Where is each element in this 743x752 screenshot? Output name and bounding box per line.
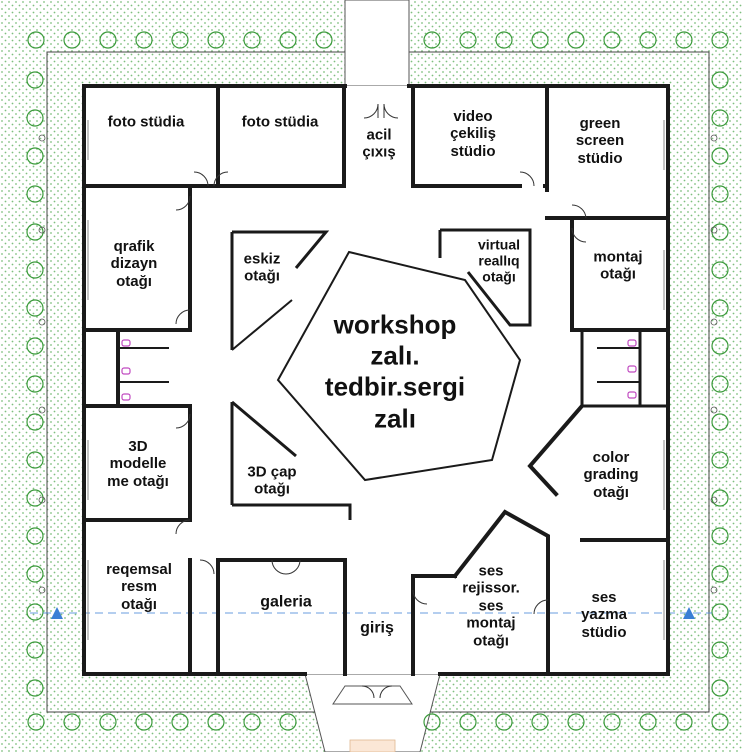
entrance-mat — [349, 739, 396, 752]
tree-icon — [711, 527, 729, 545]
room-label-ses-yazma: ses yazma stüdio — [581, 588, 627, 641]
tree-icon — [711, 299, 729, 317]
tree-icon — [711, 337, 729, 355]
tree-icon — [135, 713, 153, 731]
room-label-giris: giriş — [360, 619, 394, 637]
tree-icon — [243, 31, 261, 49]
tree-icon — [675, 713, 693, 731]
tree-icon — [531, 31, 549, 49]
tree-icon — [495, 713, 513, 731]
room-label-color-grading: color grading otağı — [583, 448, 639, 501]
tree-icon — [603, 713, 621, 731]
tree-icon — [711, 713, 729, 731]
room-label-workshop: workshop zalı. tedbir.sergi zalı — [324, 309, 466, 434]
tree-icon — [135, 31, 153, 49]
tree-icon — [711, 641, 729, 659]
tree-icon — [711, 413, 729, 431]
tree-icon — [26, 489, 44, 507]
windows — [87, 120, 665, 640]
tree-icon — [243, 713, 261, 731]
tree-icon — [711, 603, 729, 621]
room-label-galeria: galeria — [260, 593, 312, 611]
access-path-north — [344, 0, 410, 87]
walls — [82, 84, 670, 676]
tree-icon — [26, 413, 44, 431]
section-marker-right-icon — [683, 607, 695, 619]
tree-icon — [711, 451, 729, 469]
tree-icon — [315, 31, 333, 49]
tree-icon — [63, 713, 81, 731]
tree-icon — [99, 31, 117, 49]
tree-icon — [26, 185, 44, 203]
room-label-foto-studia-2: foto stüdia — [241, 113, 319, 131]
tree-icon — [26, 451, 44, 469]
tree-icon — [26, 261, 44, 279]
tree-icon — [279, 31, 297, 49]
tree-icon — [711, 147, 729, 165]
room-label-ses-rejissor: ses rejissor. ses montaj otağı — [462, 562, 520, 650]
tree-icon — [26, 679, 44, 697]
tree-icon — [207, 31, 225, 49]
tree-icon — [207, 713, 225, 731]
tree-icon — [639, 31, 657, 49]
tree-icon — [26, 565, 44, 583]
tree-icon — [603, 31, 621, 49]
entrance-steps — [332, 685, 413, 705]
tree-icon — [459, 31, 477, 49]
tree-icon — [711, 565, 729, 583]
room-label-virtual-reality: virtual reallıq otağı — [477, 236, 521, 286]
room-label-3d-print: 3D çap otağı — [247, 463, 297, 498]
tree-icon — [27, 31, 45, 49]
tree-icon — [171, 31, 189, 49]
room-label-foto-studia-1: foto stüdia — [107, 113, 185, 131]
tree-icon — [423, 713, 441, 731]
doors — [175, 103, 587, 699]
interior-partitions — [230, 228, 532, 520]
tree-icon — [639, 713, 657, 731]
tree-icon — [26, 337, 44, 355]
section-marker-left-icon — [51, 607, 63, 619]
site-markers — [38, 134, 718, 594]
tree-icon — [711, 31, 729, 49]
tree-icon — [171, 713, 189, 731]
tree-icon — [27, 713, 45, 731]
tree-icon — [711, 679, 729, 697]
tree-icon — [26, 603, 44, 621]
tree-icon — [711, 109, 729, 127]
tree-icon — [26, 641, 44, 659]
room-label-reqemsal-resm: reqemsal resm otağı — [106, 560, 172, 613]
tree-icon — [63, 31, 81, 49]
tree-icon — [99, 713, 117, 731]
room-label-3d-modelling: 3D modelle me otağı — [107, 437, 169, 490]
tree-icon — [26, 71, 44, 89]
tree-icon — [26, 375, 44, 393]
tree-icon — [711, 261, 729, 279]
tree-icon — [675, 31, 693, 49]
tree-icon — [567, 713, 585, 731]
tree-icon — [26, 223, 44, 241]
tree-icon — [495, 31, 513, 49]
tree-icon — [711, 375, 729, 393]
tree-icon — [26, 527, 44, 545]
room-label-video-studio: video çekiliş stüdio — [450, 107, 496, 160]
tree-icon — [26, 109, 44, 127]
tree-icon — [531, 713, 549, 731]
room-label-montaj: montaj otağı — [593, 248, 643, 283]
tree-icon — [279, 713, 297, 731]
tree-icon — [423, 31, 441, 49]
tree-icon — [26, 299, 44, 317]
room-label-green-screen: green screen stüdio — [575, 114, 625, 167]
tree-icon — [711, 71, 729, 89]
room-label-qrafik-dizayn: qrafik dizayn otağı — [110, 237, 158, 290]
toilet-fixtures-icon — [121, 339, 637, 401]
room-label-acil-cixis: acil çıxış — [362, 126, 396, 161]
room-label-eskiz: eskiz otağı — [243, 250, 281, 285]
tree-icon — [459, 713, 477, 731]
tree-icon — [26, 147, 44, 165]
tree-icon — [567, 31, 585, 49]
tree-icon — [711, 185, 729, 203]
